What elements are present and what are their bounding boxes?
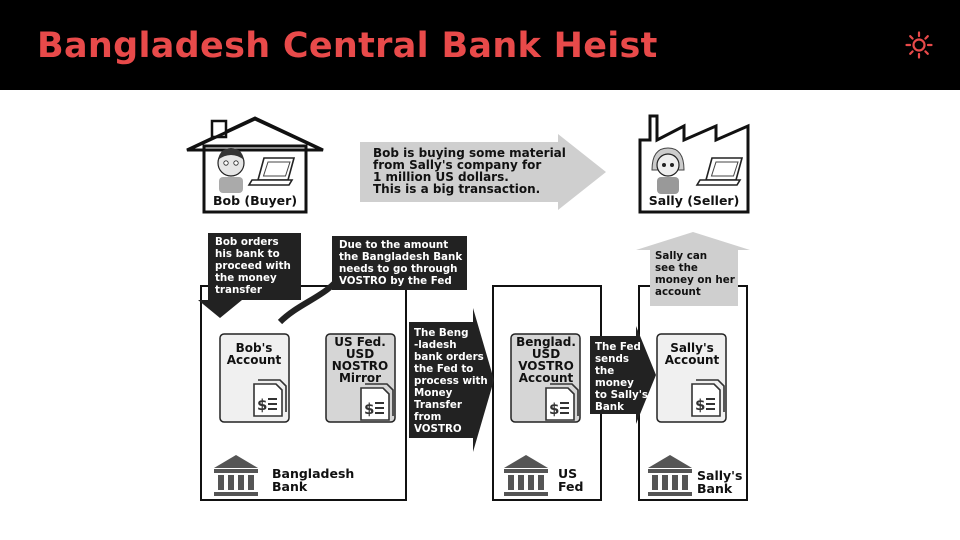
svg-text:Bank: Bank bbox=[697, 481, 733, 496]
svg-text:Transfer: Transfer bbox=[414, 399, 463, 411]
svg-text:process with: process with bbox=[414, 375, 488, 387]
svg-text:US Fed.: US Fed. bbox=[334, 335, 386, 349]
svg-text:his bank to: his bank to bbox=[215, 248, 280, 260]
svg-text:-ladesh: -ladesh bbox=[414, 339, 457, 351]
svg-text:Bank: Bank bbox=[272, 479, 308, 494]
svg-text:needs to go through: needs to go through bbox=[339, 263, 457, 275]
svg-text:US: US bbox=[558, 466, 577, 481]
svg-text:sends: sends bbox=[595, 353, 629, 365]
svg-text:Bob orders: Bob orders bbox=[215, 236, 279, 248]
svg-text:the Bangladesh Bank: the Bangladesh Bank bbox=[339, 251, 463, 263]
deal-note: Bob is buying some material from Sally's… bbox=[373, 146, 566, 196]
svg-text:from: from bbox=[414, 411, 441, 423]
svg-text:Bob's: Bob's bbox=[236, 341, 273, 355]
slide-title: Bangladesh Central Bank Heist bbox=[37, 26, 658, 66]
svg-text:The Fed: The Fed bbox=[595, 341, 641, 353]
svg-text:Sally's: Sally's bbox=[670, 341, 714, 355]
svg-text:the money: the money bbox=[215, 272, 277, 284]
bangladesh-bank-label: Bangladesh Bank bbox=[214, 455, 354, 496]
sally-avatar bbox=[651, 147, 685, 194]
svg-text:see the: see the bbox=[655, 262, 698, 274]
us-fed-label: US Fed bbox=[504, 455, 583, 496]
svg-text:account: account bbox=[655, 286, 701, 298]
vostro-note: Due to the amount the Bangladesh Bank ne… bbox=[332, 236, 467, 290]
svg-text:Bangladesh: Bangladesh bbox=[272, 466, 354, 481]
svg-text:Benglad.: Benglad. bbox=[516, 335, 576, 349]
svg-text:proceed with: proceed with bbox=[215, 260, 291, 272]
svg-text:from Sally's company for: from Sally's company for bbox=[373, 158, 541, 172]
seller-caption: Sally (Seller) bbox=[649, 193, 740, 208]
svg-text:money on her: money on her bbox=[655, 274, 736, 286]
nostro-mirror-card: US Fed. USD NOSTRO Mirror bbox=[325, 333, 396, 423]
svg-text:transfer: transfer bbox=[215, 284, 263, 296]
svg-text:money: money bbox=[595, 377, 634, 389]
svg-text:Sally's: Sally's bbox=[697, 468, 742, 483]
vostro-account-card: Benglad. USD VOSTRO Account bbox=[510, 333, 581, 423]
svg-text:the: the bbox=[595, 365, 614, 377]
bangladesh-orders-arrow: The Beng -ladesh bank orders the Fed to … bbox=[409, 308, 494, 452]
svg-text:USD: USD bbox=[532, 347, 560, 361]
svg-text:Money: Money bbox=[414, 387, 453, 399]
svg-text:Mirror: Mirror bbox=[339, 371, 381, 385]
bob-avatar bbox=[217, 148, 245, 193]
svg-text:Bank: Bank bbox=[595, 401, 625, 413]
svg-text:bank orders: bank orders bbox=[414, 351, 484, 363]
svg-text:to Sally's: to Sally's bbox=[595, 389, 648, 401]
svg-text:This is a big transaction.: This is a big transaction. bbox=[373, 182, 540, 196]
svg-text:Account: Account bbox=[665, 353, 720, 367]
sallys-bank-label: Sally's Bank bbox=[648, 455, 742, 496]
svg-text:NOSTRO: NOSTRO bbox=[332, 359, 389, 373]
svg-text:VOSTRO by the Fed: VOSTRO by the Fed bbox=[339, 275, 452, 287]
buyer-caption: Bob (Buyer) bbox=[213, 193, 297, 208]
svg-text:VOSTRO: VOSTRO bbox=[518, 359, 574, 373]
sun-icon[interactable] bbox=[905, 31, 933, 59]
svg-text:1 million US dollars.: 1 million US dollars. bbox=[373, 170, 509, 184]
svg-text:Sally can: Sally can bbox=[655, 250, 707, 262]
svg-text:USD: USD bbox=[346, 347, 374, 361]
svg-text:Account: Account bbox=[519, 371, 574, 385]
title-bar bbox=[0, 0, 960, 90]
svg-text:The Beng: The Beng bbox=[414, 327, 468, 339]
svg-text:the Fed to: the Fed to bbox=[414, 363, 473, 375]
svg-text:VOSTRO: VOSTRO bbox=[414, 423, 462, 435]
bob-order-note: Bob orders his bank to proceed with the … bbox=[198, 233, 301, 318]
sallys-account-card: Sally's Account bbox=[656, 333, 727, 423]
sally-sees-arrow: Sally can see the money on her account bbox=[636, 232, 750, 306]
bobs-account-card: Bob's Account bbox=[219, 333, 290, 423]
svg-text:Account: Account bbox=[227, 353, 282, 367]
svg-text:Due to the amount: Due to the amount bbox=[339, 239, 448, 251]
svg-text:Fed: Fed bbox=[558, 479, 583, 494]
deal-arrow bbox=[360, 134, 606, 210]
svg-text:Bob is buying some material: Bob is buying some material bbox=[373, 146, 566, 160]
fed-sends-arrow: The Fed sends the money to Sally's Bank bbox=[590, 326, 656, 424]
